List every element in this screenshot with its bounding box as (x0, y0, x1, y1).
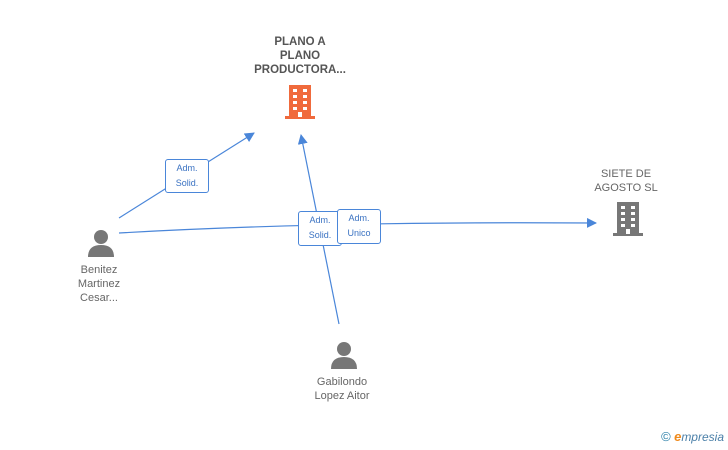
edge-label-benitez-siete[interactable]: Adm. Unico (337, 209, 381, 244)
company-other-label[interactable]: SIETE DE AGOSTO SL (594, 168, 658, 194)
person-gabilondo-label[interactable]: Gabilondo Lopez Aitor (314, 376, 370, 402)
empresia-logo[interactable]: © empresia (661, 429, 724, 444)
person-icon[interactable] (86, 228, 116, 258)
person-benitez-label[interactable]: Benitez Martinez Cesar... (77, 264, 121, 304)
brand-e-letter: e (674, 429, 682, 444)
edge-label-gabilondo-main[interactable]: Adm. Solid. (298, 211, 342, 246)
building-icon[interactable] (612, 201, 644, 237)
building-icon[interactable] (284, 84, 316, 120)
company-main-label[interactable]: PLANO A PLANO PRODUCTORA... (254, 36, 346, 76)
copyright-symbol: © (661, 429, 671, 444)
edge-label-benitez-main[interactable]: Adm. Solid. (165, 159, 209, 193)
brand-name: mpresia (681, 430, 724, 444)
person-icon[interactable] (329, 340, 359, 370)
